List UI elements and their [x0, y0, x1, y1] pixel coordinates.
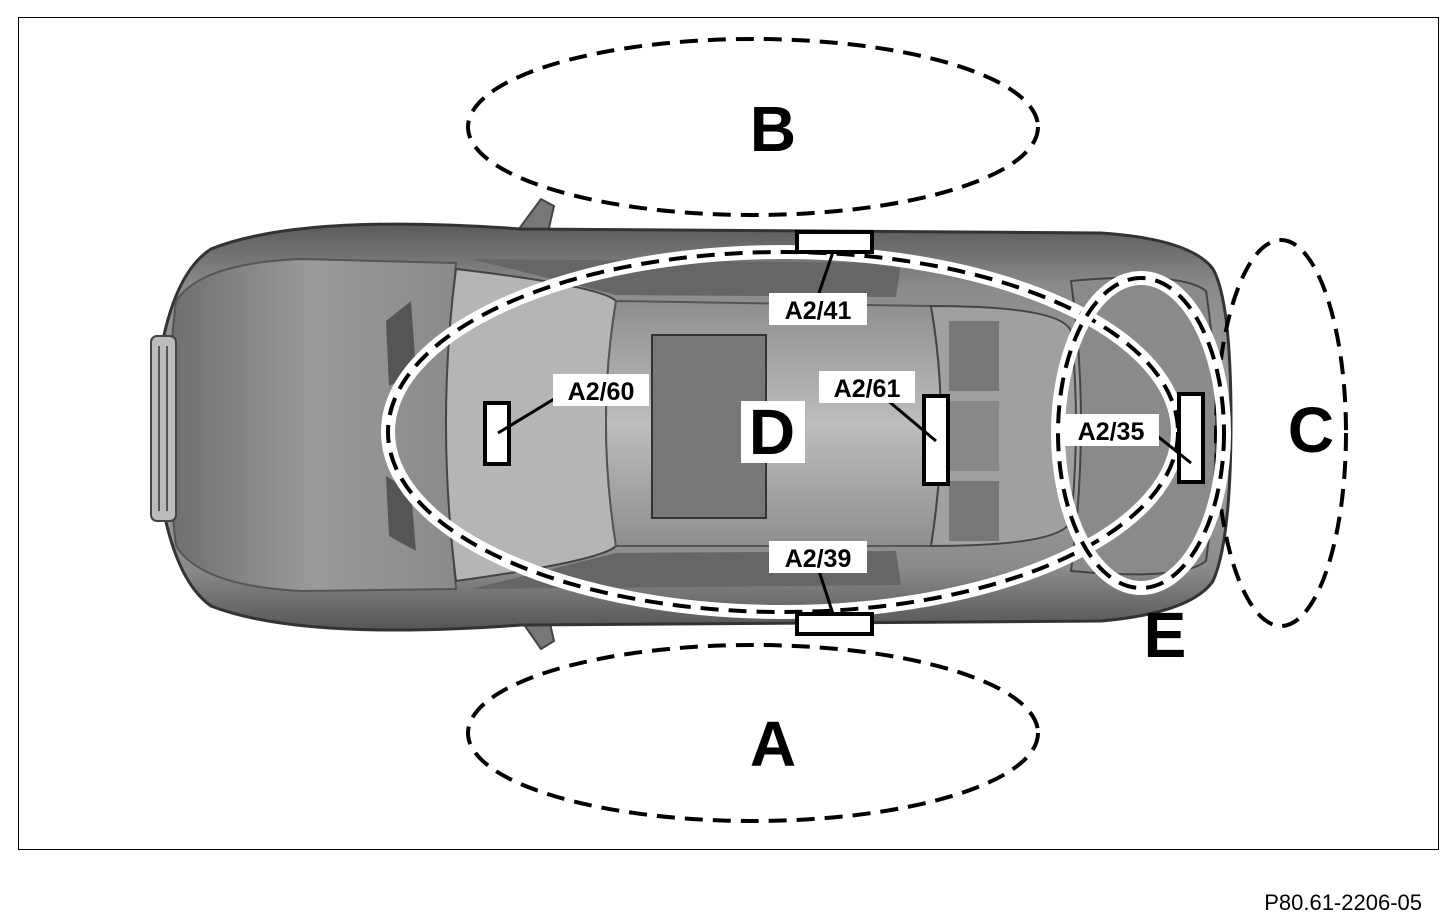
figure-reference: P80.61-2206-05 — [1264, 890, 1422, 915]
diagram-frame: A2/41 A2/39 A2/60 A2/61 A2/35 B A C D E — [18, 17, 1439, 850]
zone-b-label: B — [750, 93, 796, 165]
zone-d-label: D — [749, 396, 795, 468]
zone-c-outline — [1214, 238, 1348, 628]
antenna-a2-60-box — [483, 401, 511, 466]
label-a2-41: A2/41 — [785, 297, 852, 325]
label-a2-35: A2/35 — [1078, 418, 1145, 446]
zone-c-label: C — [1288, 394, 1334, 466]
zone-e-label: E — [1144, 599, 1187, 671]
vehicle-zone-diagram: A2/41 A2/39 A2/60 A2/61 A2/35 B A C D E — [150, 37, 1348, 823]
zone-b-outline — [466, 37, 1040, 217]
antenna-a2-35-box — [1177, 392, 1205, 484]
component-labels: A2/41 A2/39 A2/60 A2/61 A2/35 — [553, 293, 1159, 573]
zone-a-label: A — [750, 708, 796, 780]
label-a2-60: A2/60 — [568, 378, 635, 406]
zone-e-outline — [1056, 276, 1226, 590]
label-a2-39: A2/39 — [785, 545, 852, 573]
zone-a-outline — [466, 643, 1040, 823]
antenna-a2-39-box — [795, 612, 874, 636]
label-a2-61: A2/61 — [834, 375, 901, 403]
vehicle-body — [150, 197, 1233, 651]
antenna-a2-41-box — [795, 230, 874, 254]
zone-labels: B A C D E — [741, 93, 1334, 780]
